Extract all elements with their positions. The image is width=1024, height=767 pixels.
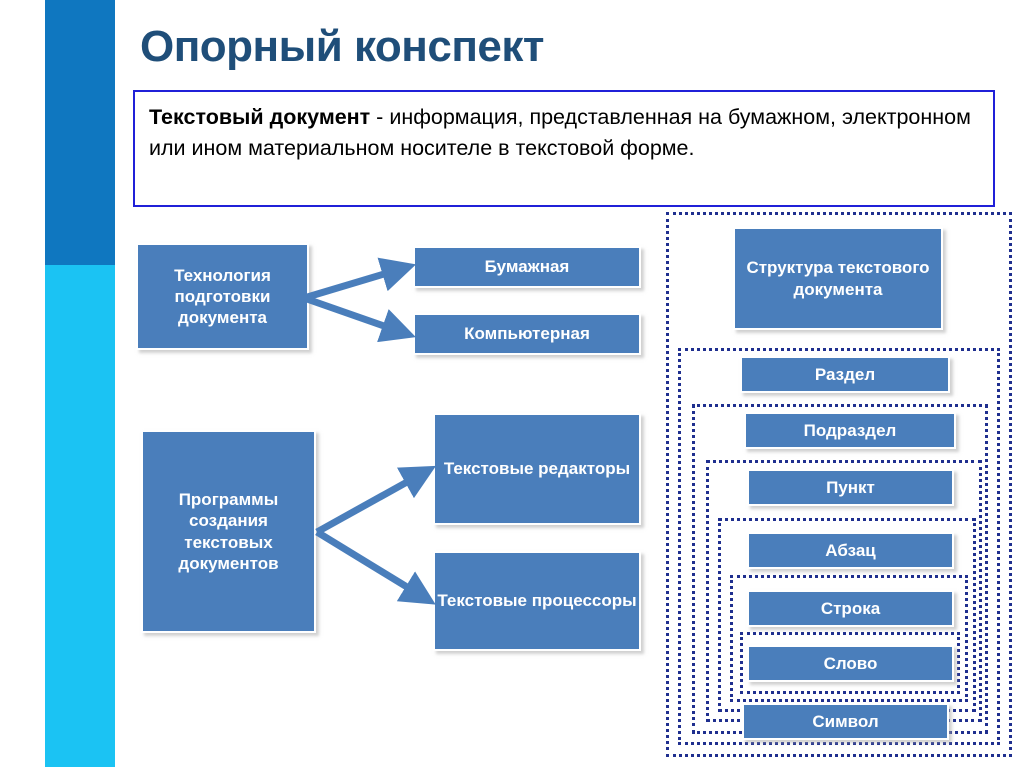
structure-frame-level-1 — [666, 212, 1012, 757]
definition-body: информация, представленная на бумажном, … — [149, 105, 971, 160]
node-subsection[interactable]: Подраздел — [744, 412, 956, 449]
node-item[interactable]: Пункт — [747, 469, 954, 506]
node-line[interactable]: Строка — [747, 590, 954, 627]
structure-frame-level-6 — [730, 575, 968, 702]
arrows-group-one — [302, 257, 417, 343]
node-word[interactable]: Слово — [747, 645, 954, 682]
node-computer-technology[interactable]: Компьютерная — [413, 313, 641, 355]
node-text-editors[interactable]: Текстовые редакторы — [433, 413, 641, 525]
node-character[interactable]: Символ — [742, 703, 949, 740]
definition-term: Текстовый документ — [149, 105, 371, 129]
arrows-group-two — [315, 465, 437, 605]
node-programs-for-creating-text-documents[interactable]: Программы создания текстовых документов — [141, 430, 316, 633]
sidebar-segment-bottom — [45, 265, 115, 767]
page-title: Опорный конспект — [140, 22, 544, 71]
definition-text: Текстовый документ - информация, предста… — [149, 102, 979, 163]
sidebar-decoration — [45, 0, 115, 767]
sidebar-segment-top — [45, 0, 115, 265]
definition-separator: - — [370, 105, 390, 129]
structure-frame-level-2 — [678, 348, 1000, 745]
definition-box: Текстовый документ - информация, предста… — [133, 90, 995, 207]
node-paragraph[interactable]: Абзац — [747, 532, 954, 569]
node-section[interactable]: Раздел — [740, 356, 950, 393]
node-text-processors[interactable]: Текстовые процессоры — [433, 551, 641, 651]
node-text-document-structure[interactable]: Структура текстового документа — [733, 227, 943, 330]
node-paper-technology[interactable]: Бумажная — [413, 246, 641, 288]
node-technology-of-document-preparation[interactable]: Технология подготовки документа — [136, 243, 309, 350]
structure-frame-level-7 — [740, 632, 960, 694]
